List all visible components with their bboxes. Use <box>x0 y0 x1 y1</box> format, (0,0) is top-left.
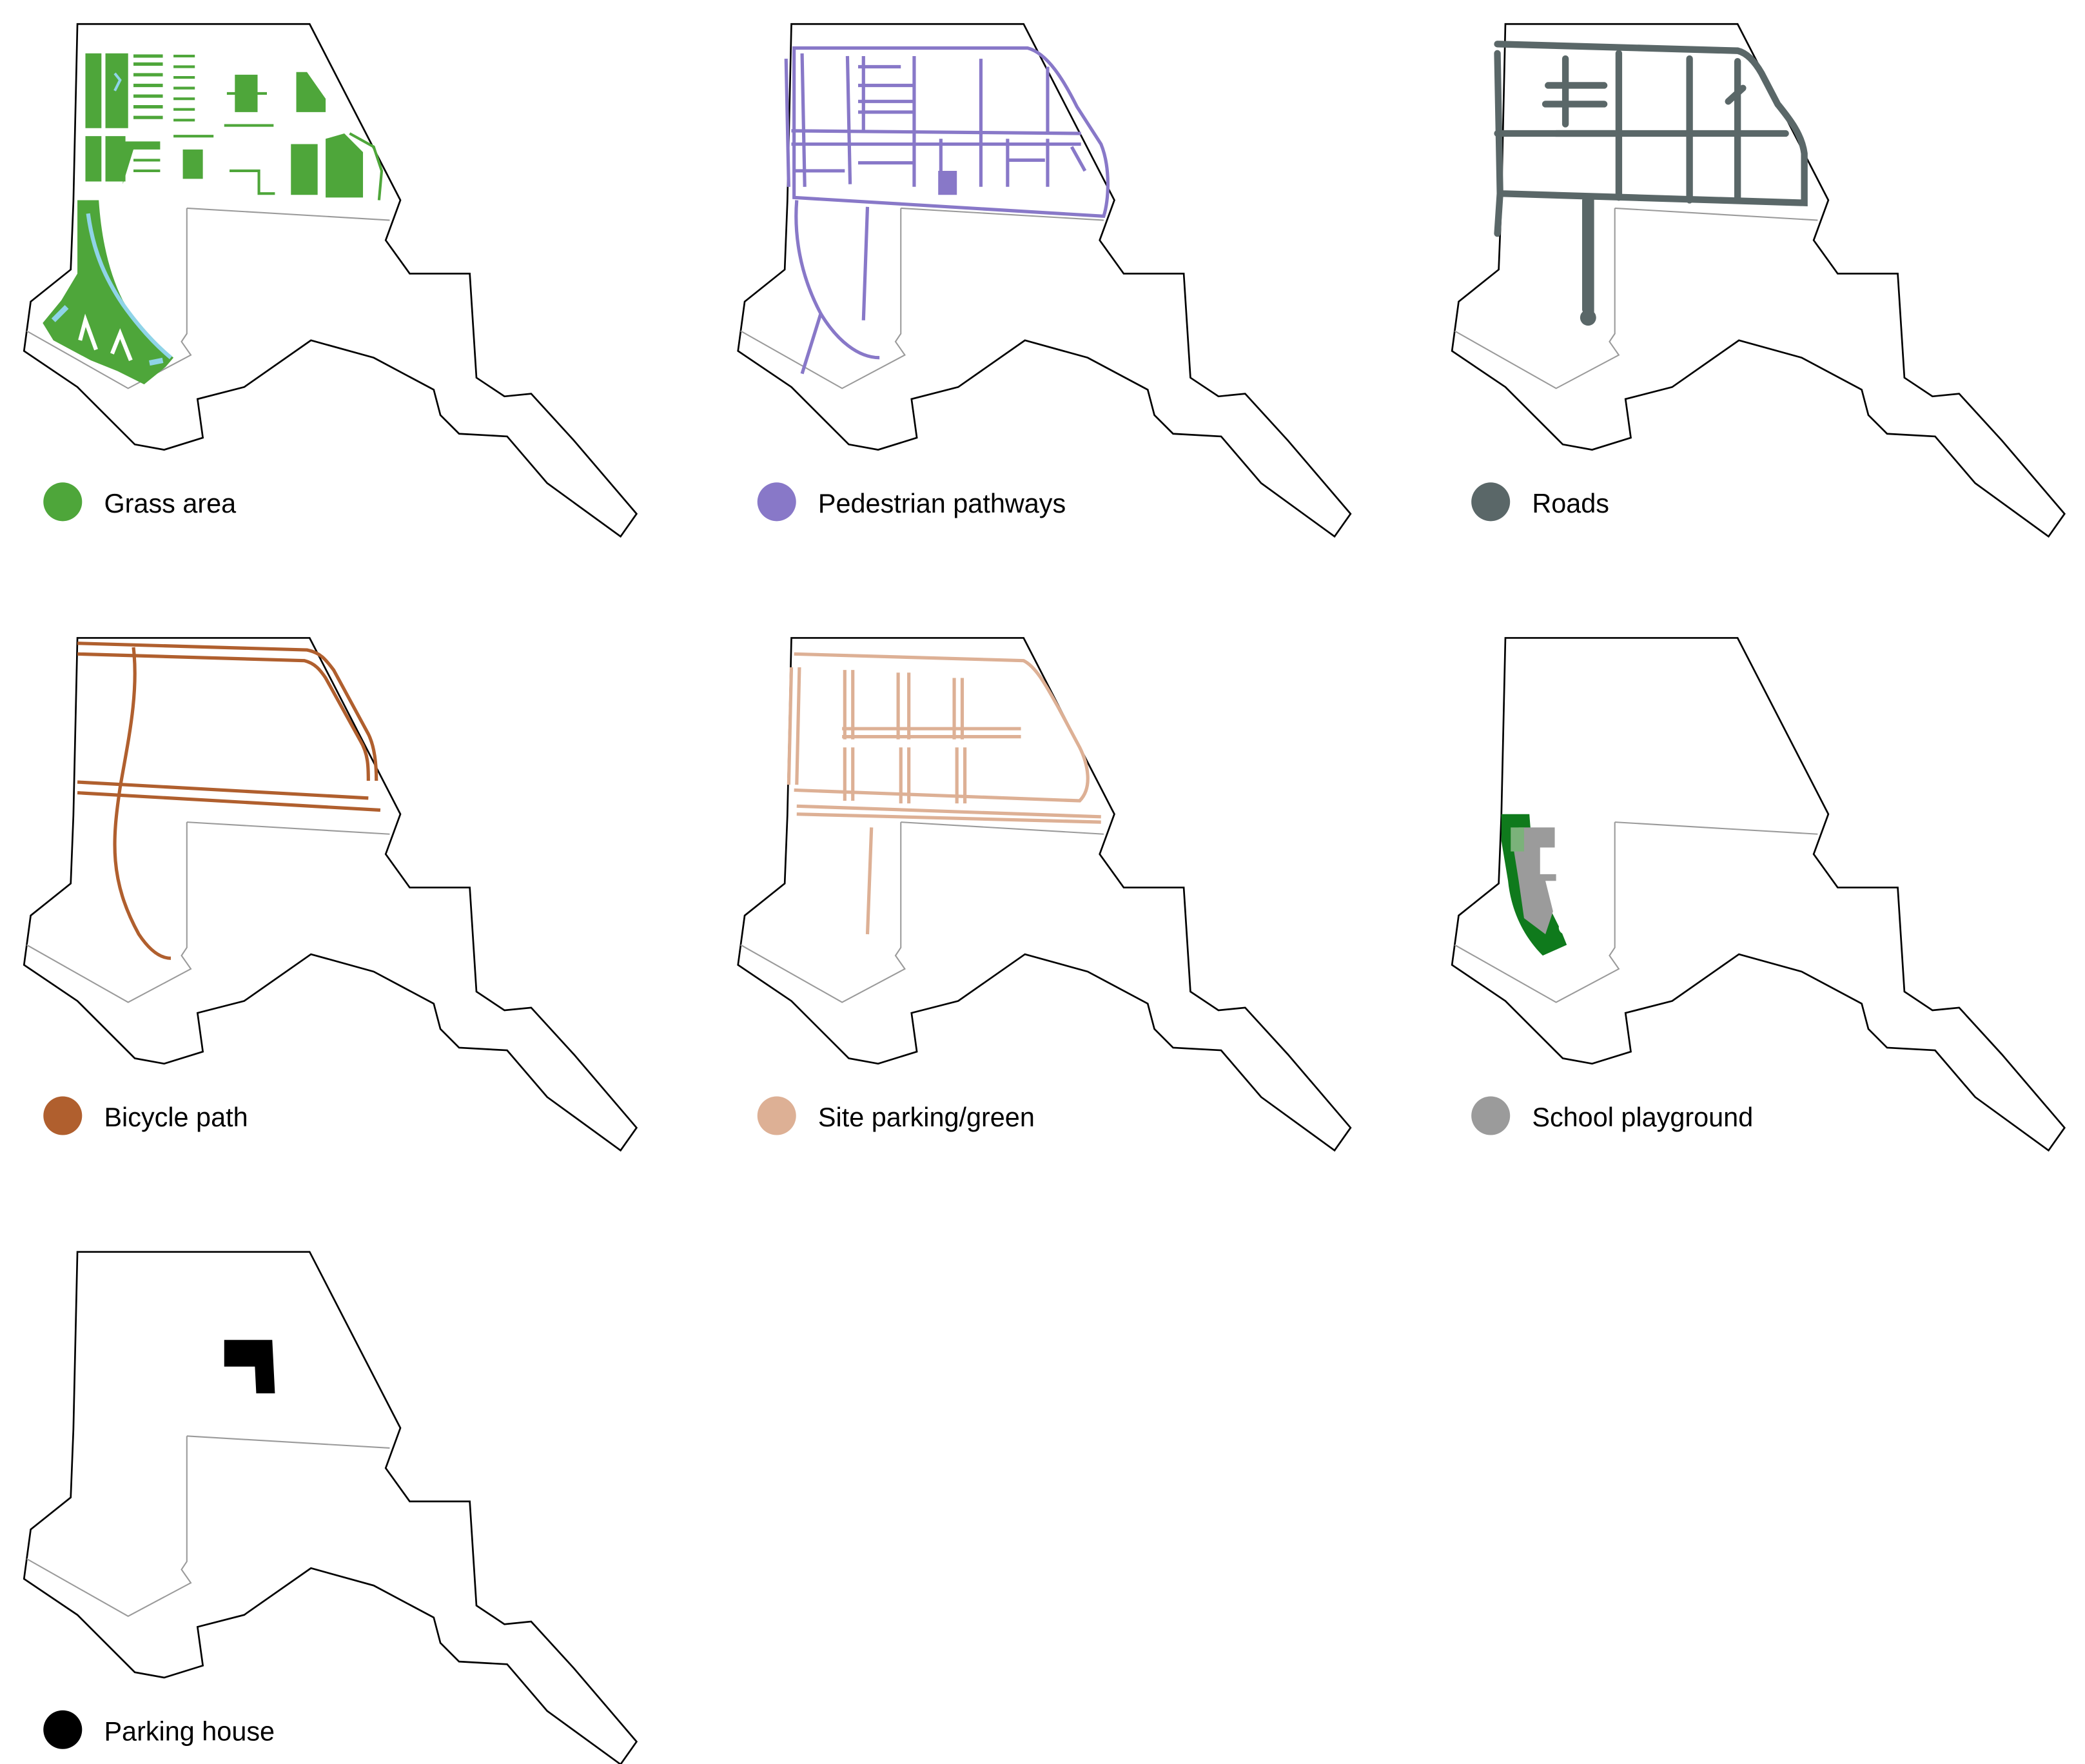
legend-swatch-siteparking <box>757 1096 796 1135</box>
legend-label-siteparking: Site parking/green <box>818 1102 1035 1132</box>
site-outline <box>737 637 1352 1152</box>
map-panel-school: School playground <box>1451 637 2066 1152</box>
site-outline <box>737 23 1352 538</box>
legend-label-pedestrian: Pedestrian pathways <box>818 489 1066 518</box>
legend-label-parkinghouse: Parking house <box>104 1716 275 1746</box>
map-panel-siteparking: Site parking/green <box>737 637 1352 1152</box>
legend-swatch-grass <box>43 482 83 522</box>
legend-swatch-pedestrian <box>757 482 796 522</box>
map-panel-bicycle: Bicycle path <box>23 637 638 1152</box>
map-panel-roads: Roads <box>1451 23 2066 538</box>
legend-label-school: School playground <box>1532 1102 1753 1132</box>
site-outline <box>1451 23 2066 538</box>
legend-swatch-roads <box>1471 482 1511 522</box>
legend-swatch-parkinghouse <box>43 1710 83 1749</box>
legend-label-grass: Grass area <box>104 489 237 518</box>
map-panel-parkinghouse: Parking house <box>23 1251 638 1764</box>
legend-label-roads: Roads <box>1532 489 1609 518</box>
site-outline <box>23 1251 638 1764</box>
map-panel-pedestrian: Pedestrian pathways <box>737 23 1352 538</box>
legend-label-bicycle: Bicycle path <box>104 1102 248 1132</box>
legend-swatch-school <box>1471 1096 1511 1135</box>
site-outline <box>23 637 638 1152</box>
map-panel-grass: Grass area <box>23 23 638 538</box>
legend-swatch-bicycle <box>43 1096 83 1135</box>
